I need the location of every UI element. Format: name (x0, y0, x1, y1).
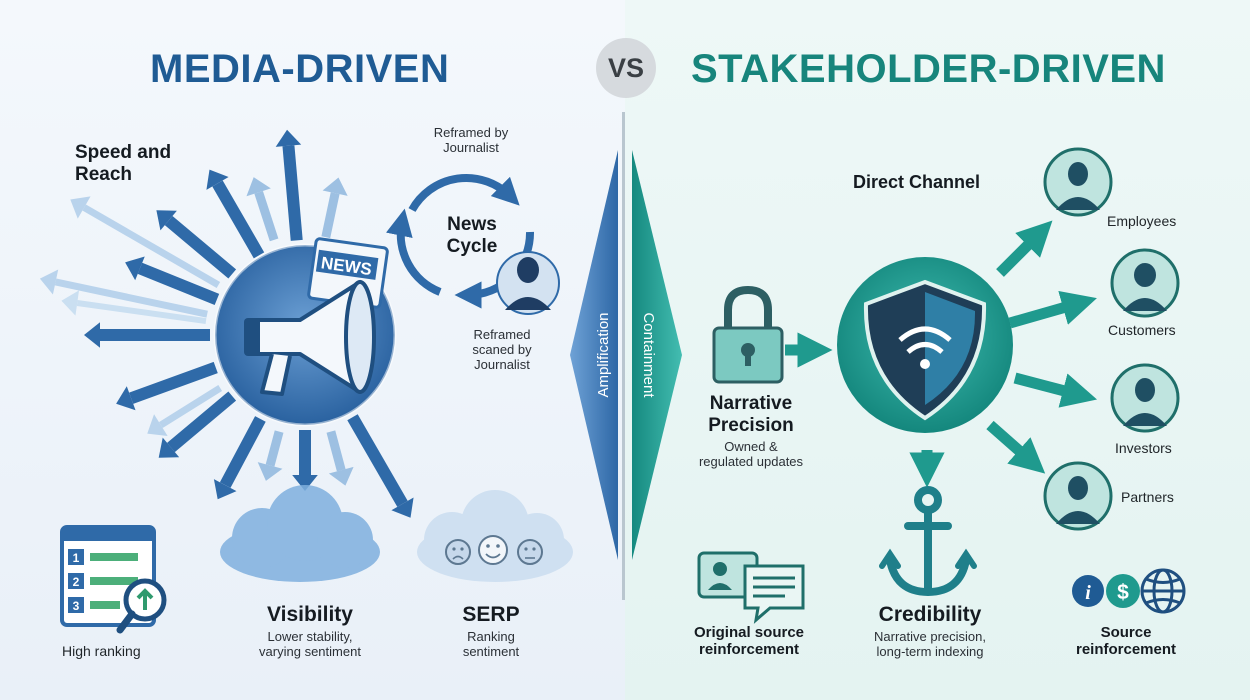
arrow-head (158, 437, 180, 458)
amplification-wedge (570, 150, 618, 560)
arrow-head (156, 210, 177, 231)
high-ranking-label: High ranking (62, 643, 141, 659)
person-avatar-icon (1043, 147, 1113, 217)
chat-profile-icon (697, 551, 805, 624)
serp-subtitle: Ranking sentiment (462, 629, 520, 659)
visibility-cloud (220, 485, 380, 582)
center-divider (622, 112, 625, 600)
arrow-head (391, 497, 414, 518)
radiating-arrow (82, 204, 221, 289)
credibility-subtitle: Narrative precision, long-term indexing (874, 629, 986, 659)
reframed-top-label: Reframed by Journalist (433, 125, 509, 155)
credibility-title: Credibility (878, 603, 982, 626)
radiating-arrow (254, 190, 279, 242)
svg-text:3: 3 (73, 599, 80, 613)
direct-channel-label: Direct Channel (853, 172, 981, 192)
person-avatar-icon (1110, 363, 1180, 433)
speed-reach-label: Speed and Reach (75, 142, 172, 185)
arrow-head (206, 169, 229, 190)
narrative-precision-title: Narrative Precision (708, 393, 794, 436)
magnifier-icon (116, 578, 167, 634)
arrow-head (116, 386, 136, 411)
arrow-head (292, 475, 318, 491)
svg-text:1: 1 (73, 551, 80, 565)
arrow-head (257, 462, 283, 481)
amplification-label: Amplification (595, 312, 612, 397)
radiating-arrow (167, 391, 237, 453)
narrative-precision-subtitle: Owned & regulated updates (698, 439, 804, 469)
radiating-arrow (212, 180, 265, 259)
info-icon: i (1072, 575, 1104, 607)
visibility-title: Visibility (267, 603, 353, 626)
arrow-head (125, 256, 145, 281)
containment-label: Containment (640, 312, 657, 398)
anchor-icon (879, 486, 977, 597)
teal-arrows (785, 220, 1098, 488)
radiating-arrow (321, 192, 340, 239)
person-avatar-icon (1110, 248, 1180, 318)
stakeholder-investors-label: Investors (1115, 440, 1172, 456)
svg-text:$: $ (1117, 581, 1129, 604)
stakeholder-customers-label: Customers (1108, 322, 1176, 338)
vs-badge: VS (596, 38, 656, 98)
svg-text:2: 2 (73, 575, 80, 589)
arrow-head (275, 129, 302, 147)
containment-wedge (632, 150, 682, 560)
radiating-arrow (129, 361, 218, 404)
arrow-head (70, 196, 91, 219)
stakeholder-employees-label: Employees (1107, 213, 1177, 229)
radiating-arrow (158, 385, 223, 429)
original-source-label: Original source reinforcement (693, 624, 805, 659)
svg-text:i: i (1085, 582, 1091, 604)
radiating-arrow (326, 430, 346, 472)
lock-icon (712, 285, 784, 384)
reframed-bottom-label: Reframed scaned by Journalist (472, 327, 532, 372)
shield-wifi-icon (863, 279, 987, 421)
sad-face-icon (445, 539, 471, 565)
radiating-arrow (54, 278, 208, 318)
arrow-head (39, 269, 59, 295)
journalist-avatar (496, 251, 560, 315)
megaphone-icon (244, 280, 376, 396)
radiating-arrow (347, 414, 408, 507)
radiating-arrow (76, 300, 207, 325)
shield-hub (837, 257, 1013, 433)
arrow-head (84, 322, 100, 348)
dollar-icon: $ (1106, 574, 1140, 608)
news-cycle-label: News Cycle (446, 214, 498, 257)
source-reinforcement-label: Source reinforcement (1075, 624, 1177, 659)
arrow-head (322, 177, 348, 196)
radiating-arrow (219, 416, 266, 488)
arrow-head (61, 290, 80, 316)
visibility-subtitle: Lower stability, varying sentiment (259, 629, 361, 659)
person-avatar-icon (1043, 461, 1113, 531)
arrow-head (328, 466, 354, 486)
happy-face-icon (478, 535, 508, 565)
arrow-head (213, 479, 237, 500)
serp-cloud (417, 490, 573, 582)
arrow-head (147, 414, 168, 436)
megaphone-hub: NEWS (213, 237, 397, 427)
serp-title: SERP (462, 603, 520, 626)
media-driven-title: MEDIA-DRIVEN (150, 47, 450, 91)
radiating-arrows (39, 129, 414, 518)
radiating-arrow (164, 215, 237, 279)
radiating-arrow (137, 262, 220, 305)
radiating-arrow (265, 430, 284, 467)
stakeholder-avatars (1043, 147, 1180, 531)
neutral-face-icon (517, 539, 543, 565)
arrow-head (246, 177, 271, 197)
radiating-arrow (282, 145, 303, 241)
globe-icon (1140, 568, 1186, 614)
stakeholder-partners-label: Partners (1121, 489, 1174, 505)
stakeholder-driven-title: STAKEHOLDER-DRIVEN (691, 47, 1166, 91)
